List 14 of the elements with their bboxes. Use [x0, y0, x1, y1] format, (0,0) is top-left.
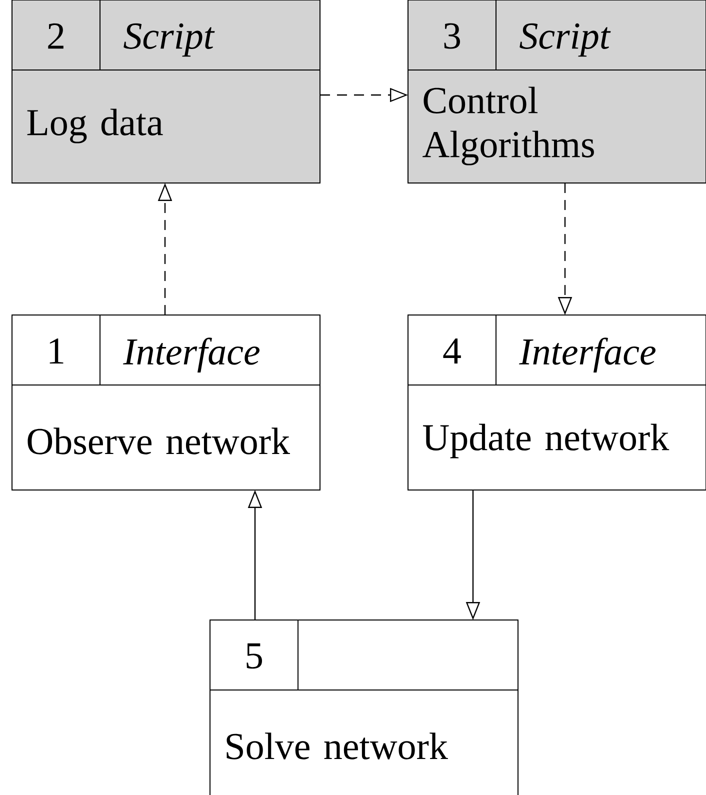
box-label: Control Algorithms [422, 86, 594, 166]
box-type: Interface [519, 338, 656, 372]
box-label: Solve network [226, 732, 448, 760]
box-number: 5 [246, 643, 262, 669]
box-type: Script [520, 23, 611, 57]
box-type: Interface [123, 338, 260, 372]
box-number: 3 [444, 23, 460, 49]
box-label: Observe network [28, 428, 290, 454]
box-type: Script [124, 23, 215, 57]
box-number: 4 [443, 338, 461, 364]
box-label: Update network [423, 424, 670, 458]
box-label: Log data [27, 108, 163, 144]
box-number: 2 [48, 23, 64, 49]
box-number: 1 [50, 338, 64, 364]
